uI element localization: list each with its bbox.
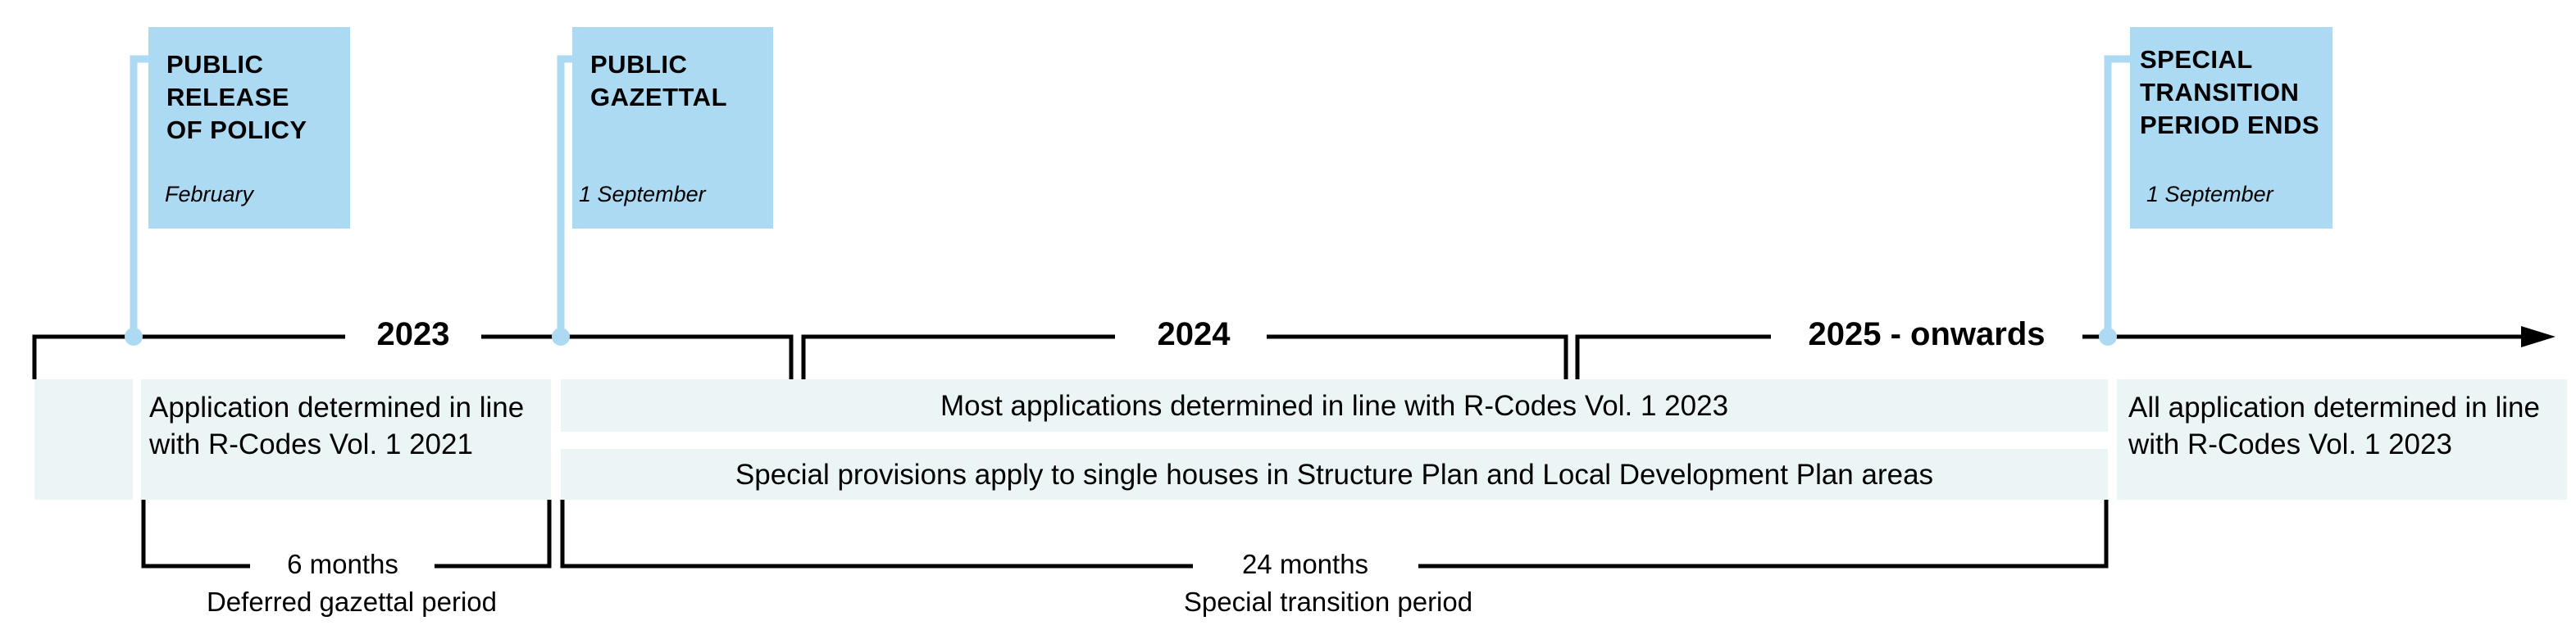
milestone-date: February <box>165 182 254 206</box>
most-applications-text: Most applications determined in line wit… <box>940 389 1729 422</box>
special-provisions-band: Special provisions apply to single house… <box>561 449 2108 500</box>
milestone-transition-ends: SPECIAL TRANSITION PERIOD ENDS 1 Septemb… <box>2130 27 2333 229</box>
after-transition-band: All application determined in line with … <box>2117 379 2567 500</box>
segment-2025-left <box>1575 334 1771 379</box>
bracket-6-months-right <box>435 500 552 569</box>
milestone-public-release: PUBLIC RELEASE OF POLICY February <box>148 27 350 229</box>
segment-2024-left <box>801 334 1115 379</box>
arrow-head-icon <box>2521 326 2556 347</box>
year-label-2023: 2023 <box>376 316 450 352</box>
bracket-24-months-left <box>560 500 1193 569</box>
flag-pole-2 <box>557 55 572 337</box>
flag-pole-1 <box>130 55 148 337</box>
milestone-title: PUBLIC RELEASE OF POLICY <box>166 50 307 144</box>
duration-6-months: 6 months <box>287 549 398 579</box>
after-transition-text: All application determined in line with … <box>2128 392 2540 460</box>
most-applications-band: Most applications determined in line wit… <box>561 379 2108 432</box>
year-label-2024: 2024 <box>1157 316 1231 352</box>
segment-2023 <box>32 334 345 379</box>
deferred-gazettal-period-label: Deferred gazettal period <box>206 587 498 617</box>
milestone-date: 1 September <box>579 182 706 206</box>
bracket-6-months-left <box>141 500 250 569</box>
milestone-dot-3 <box>2099 328 2117 346</box>
special-provisions-text: Special provisions apply to single house… <box>735 458 1934 491</box>
segment-2023-right <box>481 334 794 379</box>
special-transition-period-label: Special transition period <box>1183 587 1473 617</box>
bracket-24-months-right <box>1418 500 2109 569</box>
milestone-dot-1 <box>125 328 143 346</box>
duration-24-months: 24 months <box>1241 549 1369 579</box>
flag-pole-3 <box>2104 55 2130 337</box>
pre-release-band <box>34 379 133 500</box>
milestone-date: 1 September <box>2146 182 2273 206</box>
year-label-2025-onwards: 2025 - onwards <box>1808 316 2046 352</box>
segment-2024-right <box>1267 334 1568 379</box>
milestone-title: SPECIAL TRANSITION PERIOD ENDS <box>2140 45 2320 139</box>
milestone-dot-2 <box>552 328 570 346</box>
milestone-title: PUBLIC GAZETTAL <box>590 50 728 111</box>
deferred-rule-text: Application determined in line with R-Co… <box>149 392 525 460</box>
milestone-public-gazettal: PUBLIC GAZETTAL 1 September <box>572 27 773 229</box>
deferred-period-band: Application determined in line with R-Co… <box>141 379 551 500</box>
